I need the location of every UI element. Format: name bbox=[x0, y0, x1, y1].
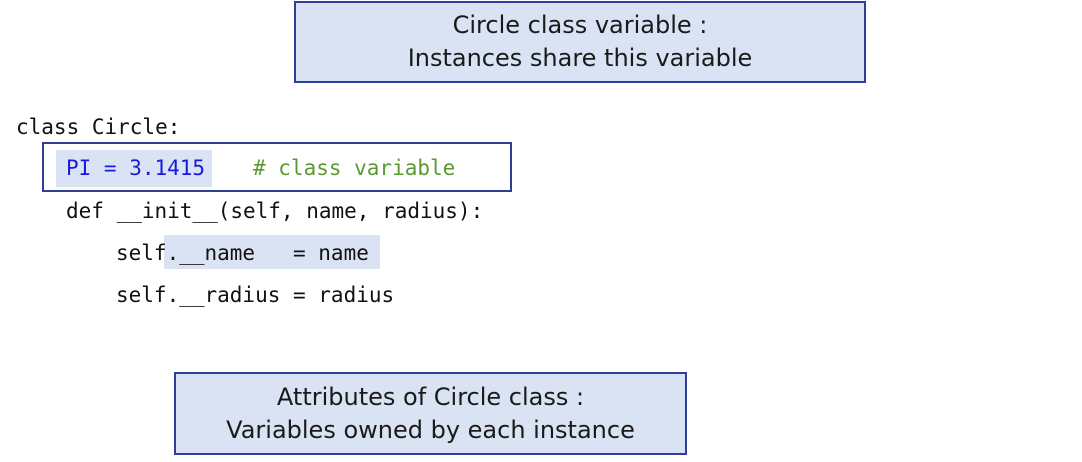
class-variable-callout-title: Circle class variable : bbox=[452, 11, 708, 39]
init-method-line: def __init__(self, name, radius): bbox=[66, 199, 484, 223]
pi-assignment-line: PI = 3.1415 bbox=[66, 156, 206, 180]
instance-attribute-highlight bbox=[164, 235, 380, 269]
instance-attributes-callout: Attributes of Circle class : Variables o… bbox=[174, 372, 687, 455]
class-declaration-line: class Circle: bbox=[16, 115, 181, 139]
class-variable-callout: Circle class variable : Instances share … bbox=[294, 1, 866, 83]
name-assignment-line: self.__name = name bbox=[116, 241, 369, 265]
instance-attributes-callout-title: Attributes of Circle class : bbox=[276, 382, 585, 411]
class-variable-comment: # class variable bbox=[253, 156, 456, 180]
class-variable-frame bbox=[42, 142, 512, 192]
radius-assignment-line: self.__radius = radius bbox=[116, 283, 395, 307]
class-variable-callout-description: Instances share this variable bbox=[407, 44, 753, 72]
class-variable-highlight bbox=[56, 150, 212, 187]
instance-attributes-callout-description: Variables owned by each instance bbox=[226, 415, 635, 444]
